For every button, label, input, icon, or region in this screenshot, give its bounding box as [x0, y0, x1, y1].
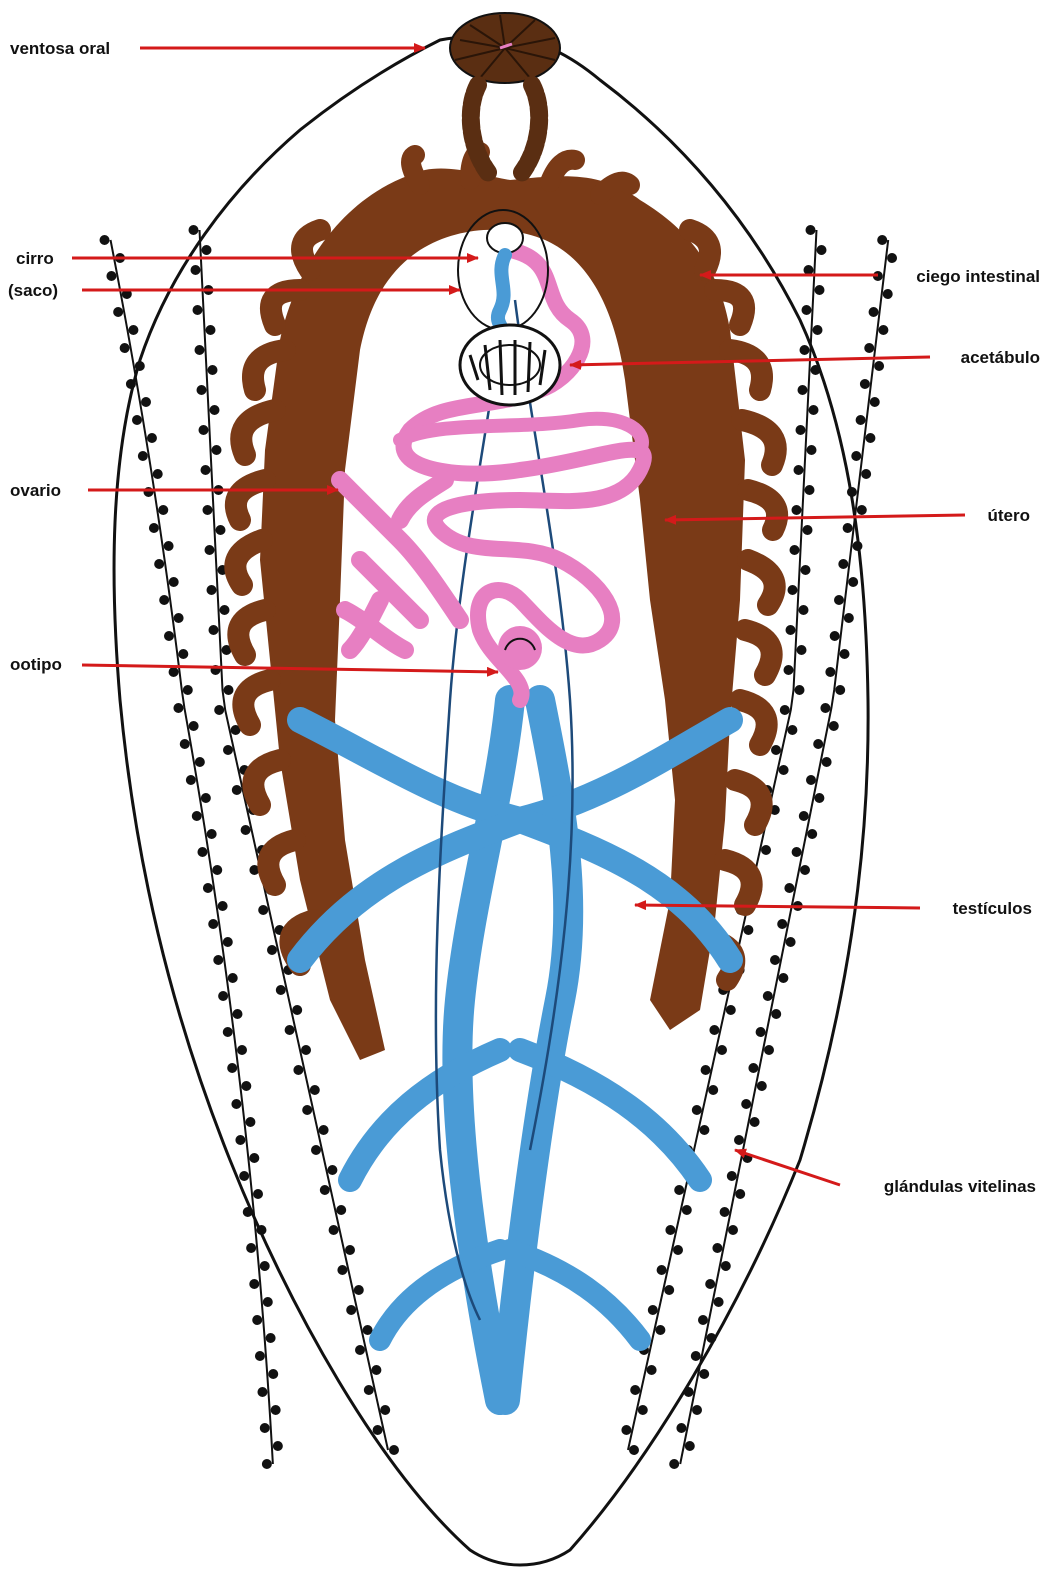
label-acetabulo: acetábulo: [961, 348, 1040, 367]
label-ootipo: ootipo: [10, 655, 62, 674]
oral-sucker: [450, 13, 560, 83]
label-saco: (saco): [8, 281, 58, 300]
ootype: [498, 626, 542, 670]
label-glandulas-vitelinas: glándulas vitelinas: [884, 1177, 1036, 1196]
label-ciego-intestinal: ciego intestinal: [916, 267, 1040, 286]
label-cirro: cirro: [16, 249, 54, 268]
label-utero: útero: [988, 506, 1031, 525]
acetabulum: [460, 325, 560, 405]
label-testiculos: testículos: [953, 899, 1032, 918]
label-ventosa-oral: ventosa oral: [10, 39, 110, 58]
label-ovario: ovario: [10, 481, 61, 500]
